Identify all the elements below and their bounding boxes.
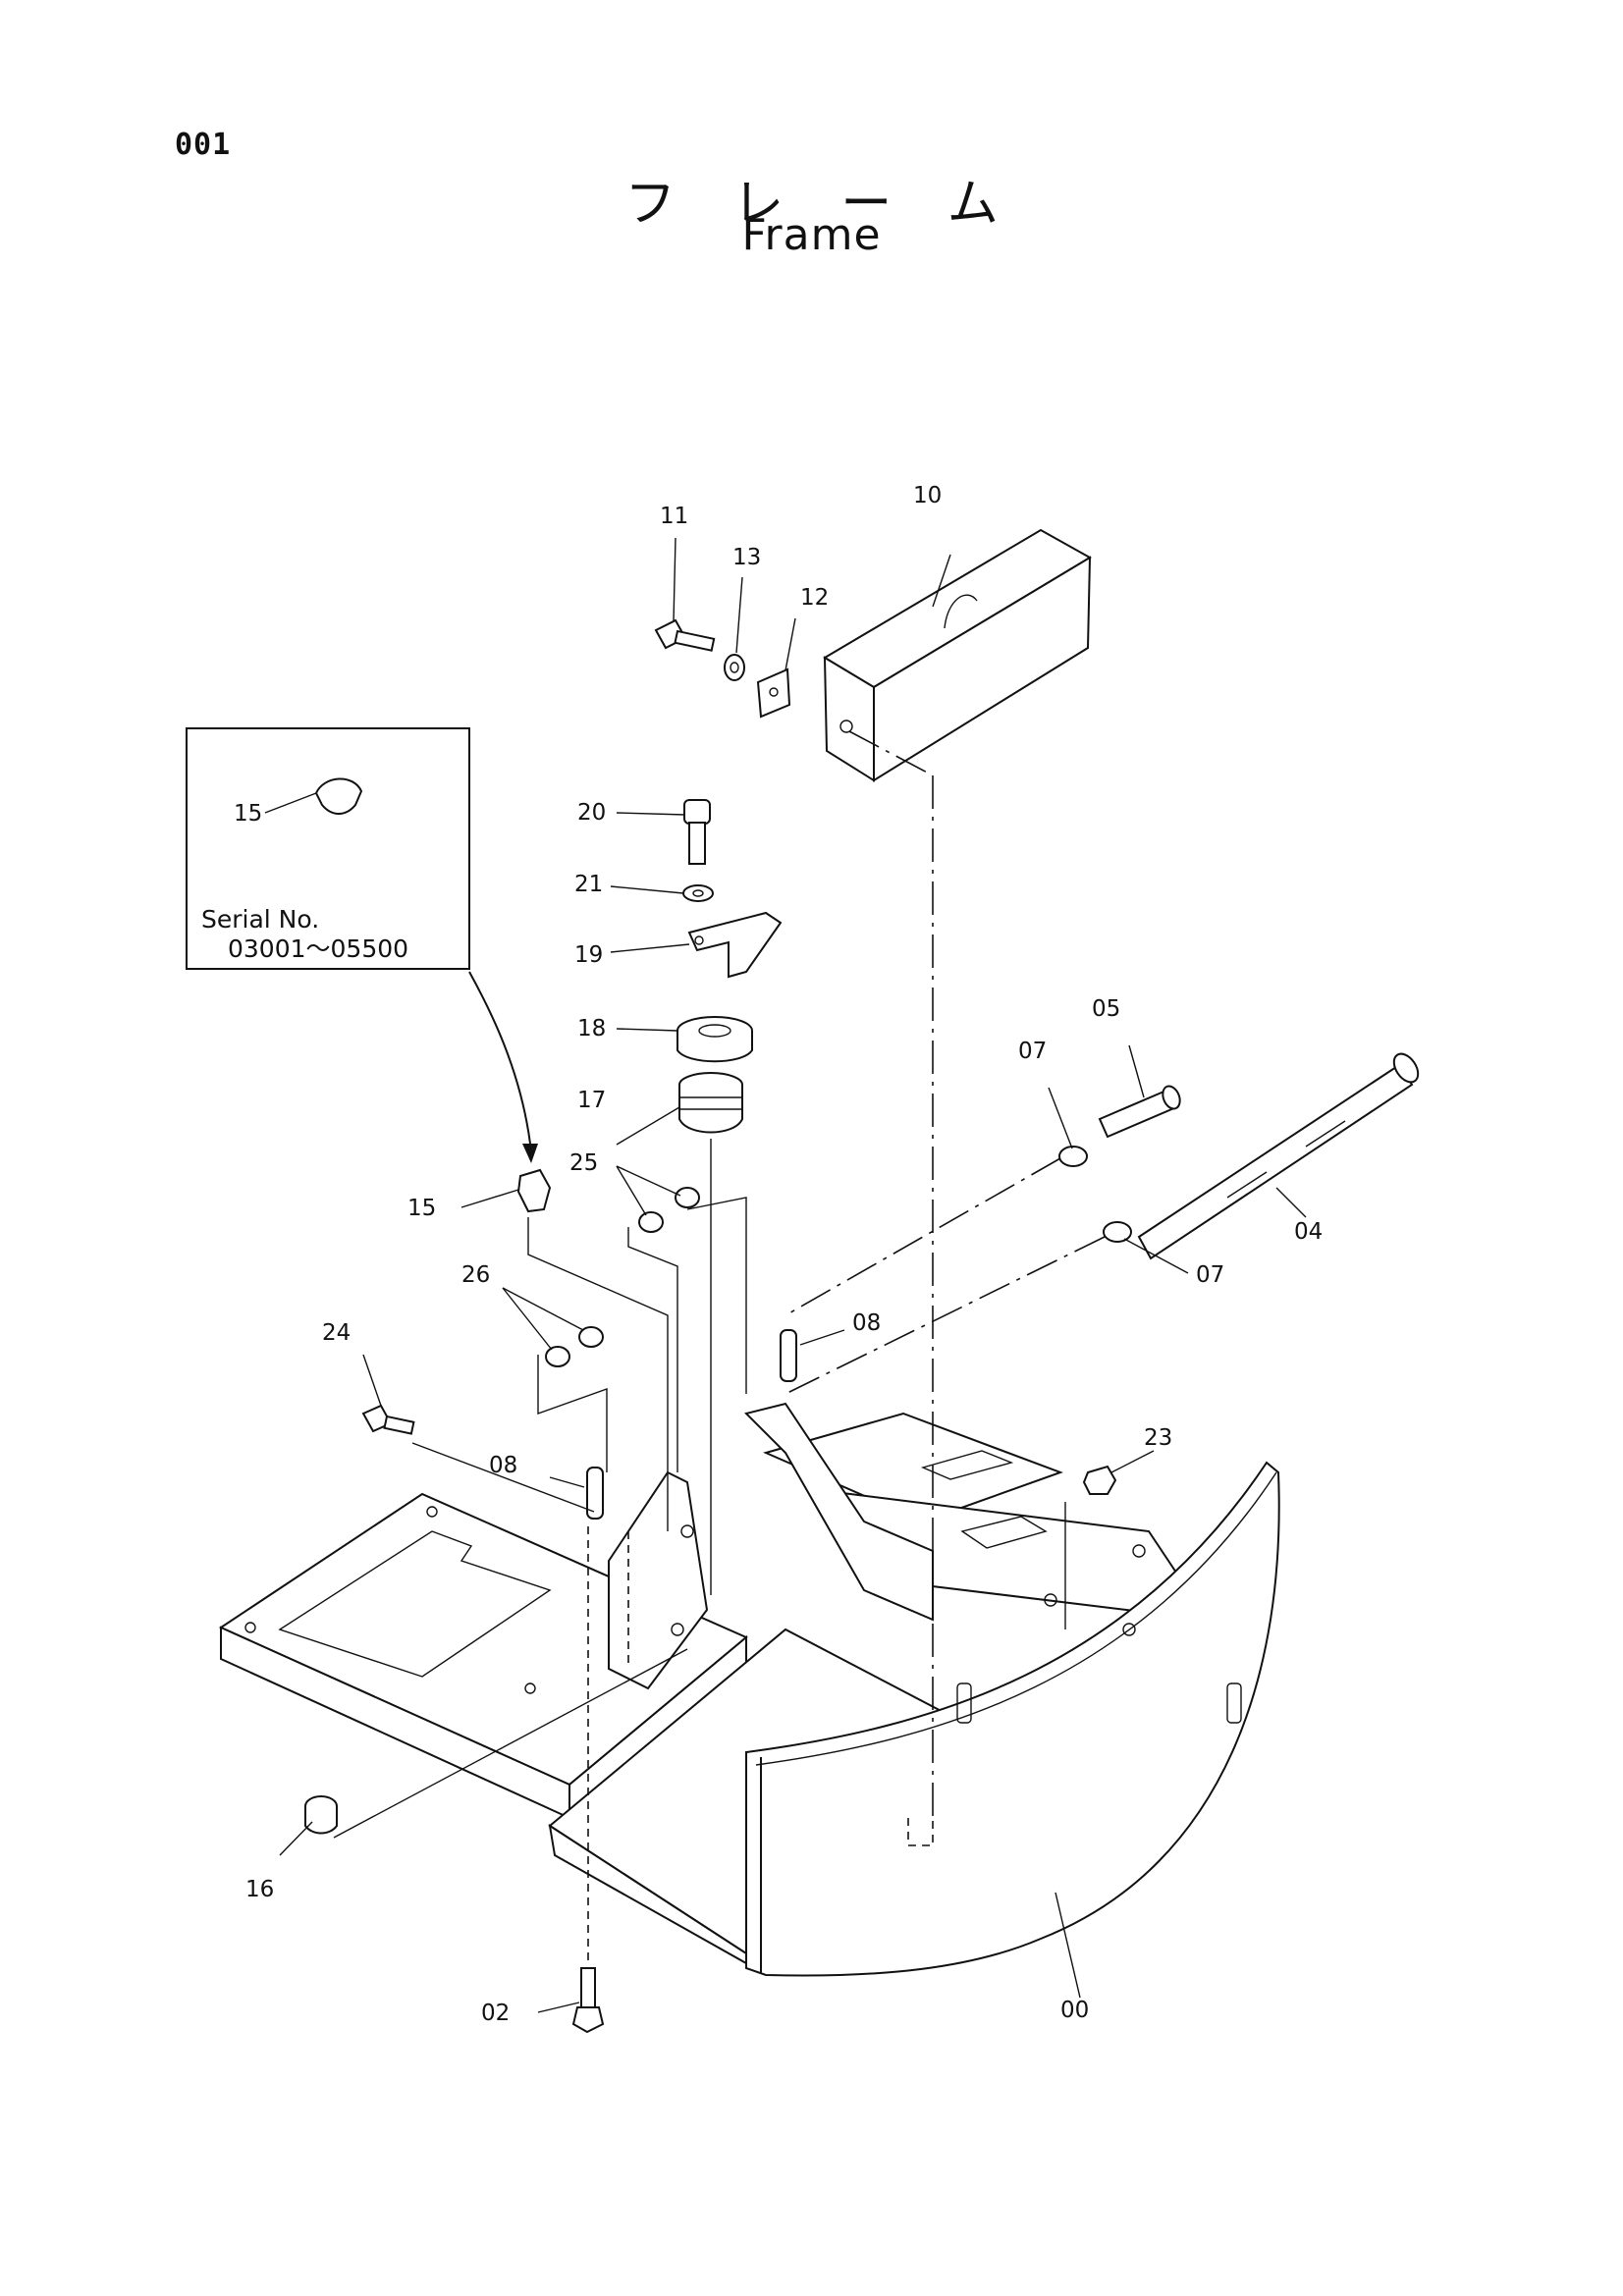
pin-08-left [586,1467,604,1520]
inset-part-number: 15 [234,801,262,827]
callout-numbers: 00 02 04 05 07 07 08 08 10 11 12 13 15 1… [245,483,1323,2026]
callout-20: 20 [577,800,606,826]
plug-16 [304,1795,338,1835]
bolt-11 [654,618,716,652]
callout-24: 24 [322,1320,351,1346]
bushing-17 [678,1072,743,1134]
inset-serial-range: 03001～05500 [228,934,408,963]
collar-07-upper [1058,1146,1088,1167]
callout-15: 15 [407,1196,436,1221]
page-number: 001 [175,128,232,162]
callout-23: 23 [1144,1425,1172,1451]
pin-04 [1137,1052,1420,1260]
callout-25: 25 [569,1150,598,1176]
callout-08-left: 08 [489,1453,517,1478]
callout-18: 18 [577,1016,606,1041]
bracket-19 [687,911,783,979]
callout-07-lower: 07 [1196,1262,1224,1288]
callout-19: 19 [574,942,603,968]
title-english: Frame [741,210,882,260]
washer-13 [724,654,745,681]
plug-15 [516,1168,552,1213]
bolt-24 [361,1404,415,1435]
plate-12 [756,667,791,719]
washer-21 [682,884,714,902]
assembly-guide-lines [333,730,1106,1963]
callout-leaders [279,537,1307,2013]
callout-04: 04 [1294,1219,1323,1245]
pin-05 [1098,1085,1181,1139]
callout-26: 26 [461,1262,490,1288]
washers-26 [545,1326,604,1367]
callout-16: 16 [245,1877,274,1902]
inset-serial-label: Serial No. [201,905,319,934]
callout-11: 11 [660,504,688,529]
bolt-02 [571,1967,605,2034]
callout-00: 00 [1060,1998,1089,2023]
callout-21: 21 [574,872,603,897]
pin-08-right [780,1329,797,1382]
bolt-20 [683,799,711,865]
callout-02: 02 [481,2001,510,2026]
title-japanese: フレーム [624,175,1055,234]
frame-body [218,1402,1280,1977]
callout-08-right: 08 [852,1310,881,1336]
cover-part-10 [823,528,1092,782]
callout-12: 12 [800,585,829,611]
callout-05: 05 [1092,996,1120,1022]
callout-13: 13 [732,545,761,570]
callout-07-upper: 07 [1018,1039,1047,1064]
washers-25 [638,1187,700,1233]
rubber-18 [676,1016,753,1063]
nut-23 [1082,1465,1117,1495]
callout-17: 17 [577,1088,606,1113]
callout-10: 10 [913,483,942,508]
serial-inset-box: 15 Serial No. 03001～05500 [186,727,538,1163]
collar-07-lower [1103,1221,1132,1243]
